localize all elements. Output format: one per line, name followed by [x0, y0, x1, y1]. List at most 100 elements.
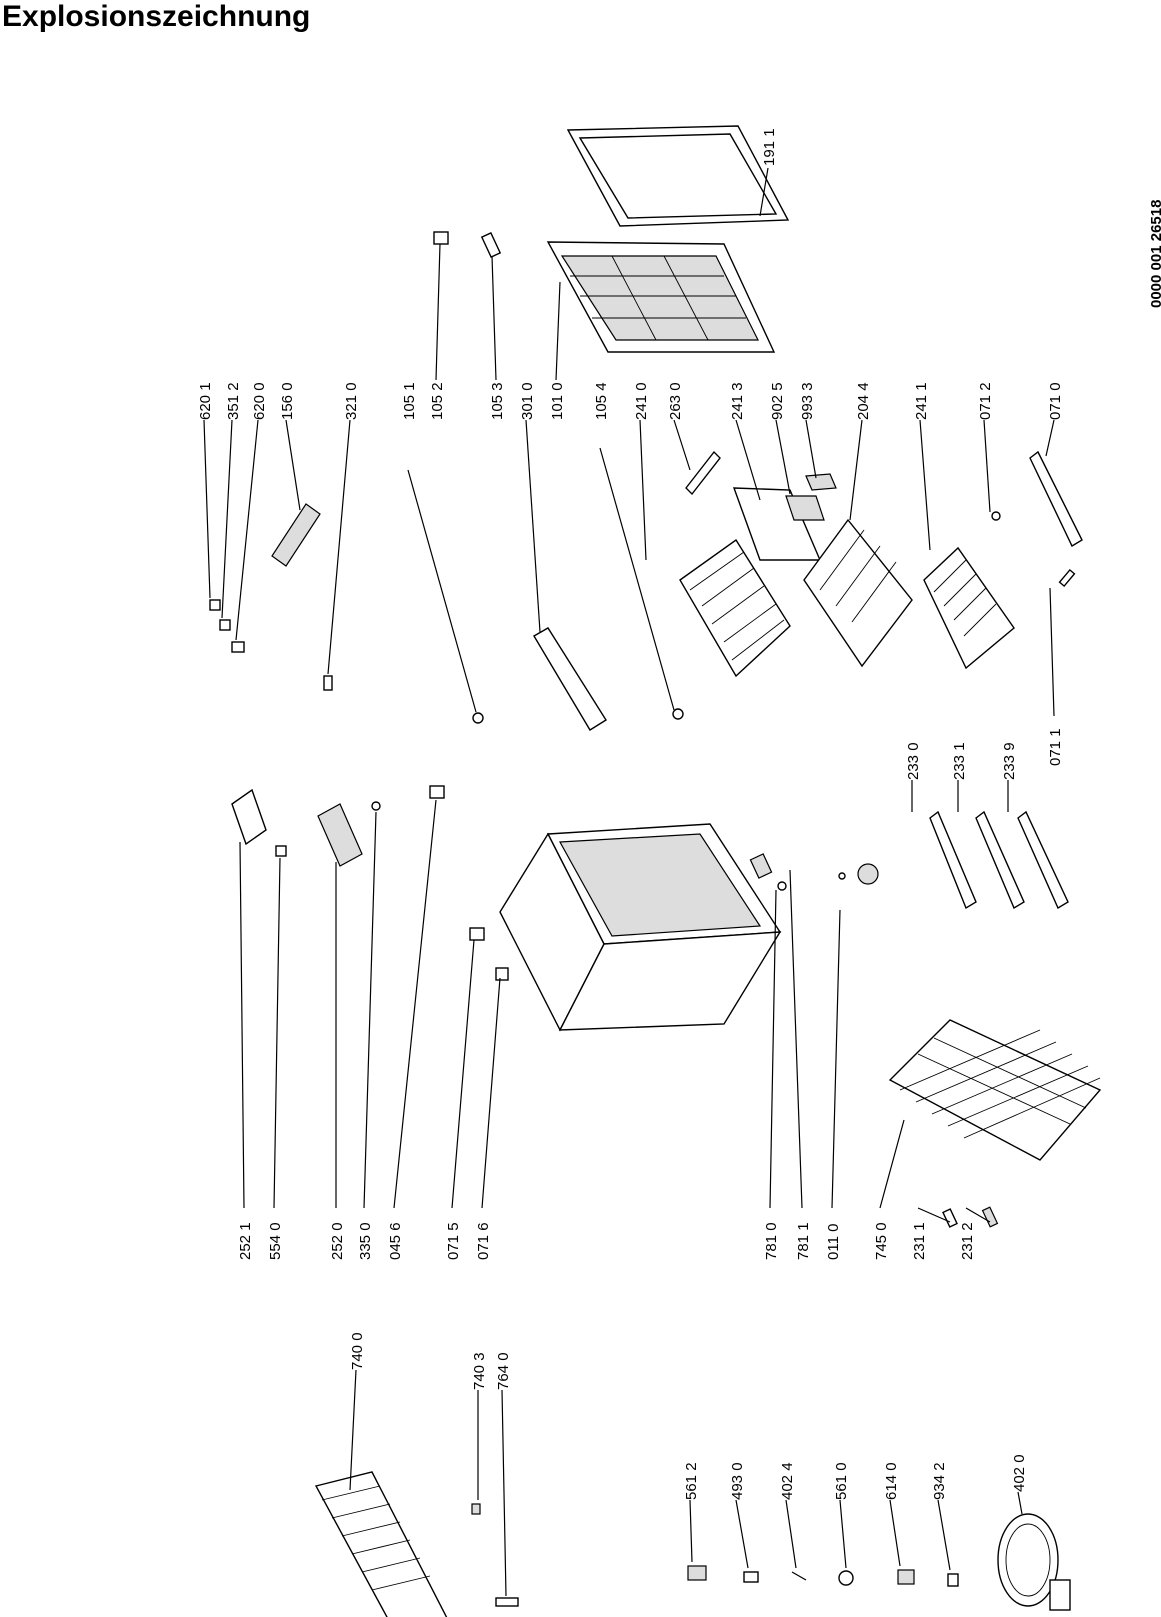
label-493-0: 493 0	[729, 1462, 746, 1500]
rail-233-1	[975, 810, 1025, 910]
label-993-3: 993 3	[799, 382, 816, 420]
page-title: Explosionszeichnung	[2, 0, 311, 33]
small-part	[687, 1565, 707, 1581]
label-321-0: 321 0	[343, 382, 360, 420]
small-part	[838, 1570, 854, 1586]
label-101-0: 101 0	[549, 382, 566, 420]
label-233-0: 233 0	[905, 742, 922, 780]
label-351-2: 351 2	[225, 382, 242, 420]
label-263-0: 263 0	[667, 382, 684, 420]
label-241-0: 241 0	[633, 382, 650, 420]
basket-upper	[679, 538, 791, 678]
label-561-0: 561 0	[833, 1462, 850, 1500]
small-part	[981, 1206, 999, 1228]
lid-gasket-frame	[566, 125, 790, 227]
label-335-0: 335 0	[357, 1222, 374, 1260]
small-part	[749, 853, 773, 879]
rail-233-0	[929, 810, 977, 910]
small-part	[942, 1208, 958, 1228]
label-781-0: 781 0	[763, 1222, 780, 1260]
compressor	[997, 1513, 1071, 1611]
basket-middle	[803, 518, 913, 668]
filter-drier	[495, 1597, 519, 1607]
condenser-coil	[314, 1471, 448, 1617]
rail-233-9	[1017, 810, 1069, 910]
label-233-9: 233 9	[1001, 742, 1018, 780]
hinge-part	[433, 231, 449, 245]
label-105-3: 105 3	[489, 382, 506, 420]
cover-plate	[231, 788, 267, 846]
label-105-1: 105 1	[401, 382, 418, 420]
small-part	[1058, 568, 1076, 588]
label-191-1: 191 1	[761, 128, 778, 166]
small-part	[209, 599, 221, 611]
label-614-0: 614 0	[883, 1462, 900, 1500]
label-233-1: 233 1	[951, 742, 968, 780]
drain-plug	[857, 863, 879, 885]
label-105-4: 105 4	[593, 382, 610, 420]
evaporator-grid	[888, 1019, 1102, 1161]
ice-tray	[271, 503, 321, 567]
small-part	[805, 473, 837, 491]
small-part	[991, 511, 1001, 521]
label-231-2: 231 2	[959, 1222, 976, 1260]
label-402-0: 402 0	[1011, 1454, 1028, 1492]
label-745-0: 745 0	[873, 1222, 890, 1260]
freezer-cabinet	[499, 823, 782, 1032]
label-105-2: 105 2	[429, 382, 446, 420]
small-part	[275, 845, 287, 857]
label-301-0: 301 0	[519, 382, 536, 420]
label-071-5: 071 5	[445, 1222, 462, 1260]
label-204-4: 204 4	[855, 382, 872, 420]
label-561-2: 561 2	[683, 1462, 700, 1500]
small-part	[469, 927, 485, 941]
small-part	[219, 619, 231, 631]
label-011-0: 011 0	[825, 1224, 842, 1260]
small-part	[231, 641, 245, 653]
small-part	[323, 675, 333, 691]
label-740-0: 740 0	[349, 1332, 366, 1370]
label-045-6: 045 6	[387, 1222, 404, 1260]
leader-lines	[203, 167, 1055, 1597]
label-402-4: 402 4	[779, 1462, 796, 1500]
thermostat-housing	[317, 803, 363, 867]
small-part	[947, 1573, 959, 1587]
label-934-2: 934 2	[931, 1462, 948, 1500]
label-740-3: 740 3	[471, 1352, 488, 1390]
small-part	[897, 1569, 915, 1585]
rail-part	[1029, 450, 1083, 547]
small-part	[785, 495, 825, 521]
label-902-5: 902 5	[769, 382, 786, 420]
small-part	[472, 712, 484, 724]
label-071-0: 071 0	[1047, 382, 1064, 420]
label-554-0: 554 0	[267, 1222, 284, 1260]
small-part	[777, 881, 787, 891]
label-241-1: 241 1	[913, 382, 930, 420]
label-071-2: 071 2	[977, 382, 994, 420]
rail-part	[685, 450, 721, 496]
lid-grille	[546, 241, 776, 353]
rail-part	[533, 627, 607, 731]
label-071-1: 071 1	[1047, 728, 1064, 766]
label-071-6: 071 6	[475, 1222, 492, 1260]
small-part	[838, 872, 846, 880]
small-part	[471, 1503, 481, 1515]
label-252-1: 252 1	[237, 1222, 254, 1260]
small-part	[495, 967, 509, 981]
basket-lower	[923, 546, 1015, 670]
small-part	[743, 1571, 759, 1583]
small-part	[672, 708, 684, 720]
label-231-1: 231 1	[911, 1222, 928, 1260]
label-764-0: 764 0	[495, 1352, 512, 1390]
small-part	[429, 785, 445, 799]
part-labels: 620 1 351 2 620 0 156 0 321 0 105 1 105 …	[197, 128, 1064, 1500]
small-part	[371, 801, 381, 811]
label-781-1: 781 1	[795, 1222, 812, 1260]
label-241-3: 241 3	[729, 382, 746, 420]
label-620-1: 620 1	[197, 382, 214, 420]
hinge-part	[480, 231, 502, 259]
label-156-0: 156 0	[279, 382, 296, 420]
label-252-0: 252 0	[329, 1222, 346, 1260]
label-620-0: 620 0	[251, 382, 268, 420]
